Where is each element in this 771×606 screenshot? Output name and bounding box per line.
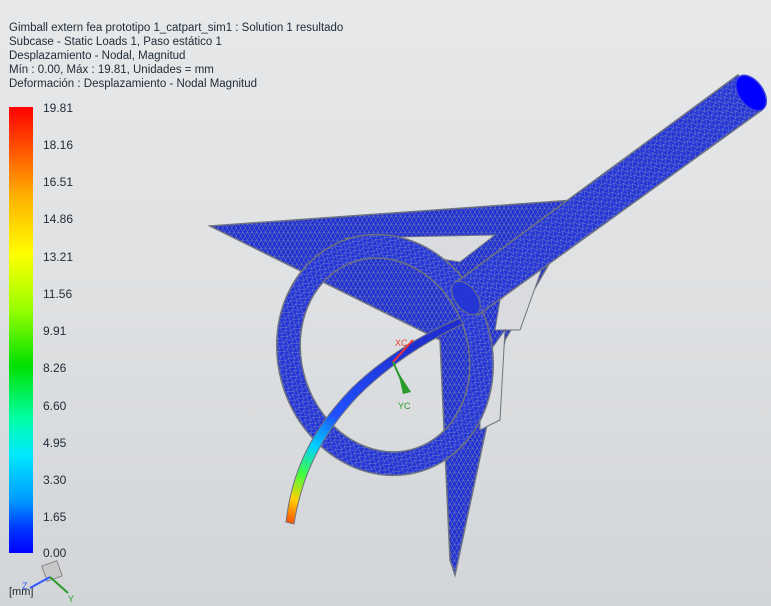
triad-y-label: Y xyxy=(68,594,74,604)
deformation-label: Deformación : Desplazamiento - Nodal Mag… xyxy=(9,78,258,90)
csys-xc-label: XC xyxy=(395,338,408,348)
view-triad[interactable]: Z Y xyxy=(20,555,80,605)
result-type-label: Desplazamiento - Nodal, Magnitud xyxy=(9,50,186,62)
result-header: Gimball extern fea prototipo 1_catpart_s… xyxy=(9,21,343,91)
legend-tick-label: 19.81 xyxy=(43,101,74,115)
triad-cube-icon xyxy=(41,560,63,582)
result-title: Gimball extern fea prototipo 1_catpart_s… xyxy=(9,22,344,34)
subcase-label: Subcase - Static Loads 1, Paso estático … xyxy=(9,36,222,48)
gimbal-ring xyxy=(275,233,495,477)
min-max-label: Mín : 0.00, Máx : 19.81, Unidades = mm xyxy=(9,64,214,76)
legend-tick-label: 14.86 xyxy=(43,212,74,226)
triad-z-axis xyxy=(29,576,51,589)
units-label: [mm] xyxy=(9,586,34,598)
csys-yc-label: YC xyxy=(398,401,411,411)
legend-tick-label: 3.30 xyxy=(43,473,67,487)
legend-tick-label: 8.26 xyxy=(43,361,67,375)
legend-tick-label: 16.51 xyxy=(43,175,74,189)
legend-tick-label: 0.00 xyxy=(43,546,67,560)
legend-tick-label: 11.56 xyxy=(43,287,73,301)
color-legend-bar xyxy=(9,107,33,553)
triad-y-axis xyxy=(49,576,69,594)
legend-tick-label: 13.21 xyxy=(43,250,74,264)
deformed-blade xyxy=(285,317,464,525)
legend-tick-label: 6.60 xyxy=(43,399,67,413)
legend-tick-label: 9.91 xyxy=(43,324,67,338)
legend-tick-label: 18.16 xyxy=(43,138,74,152)
csys-indicator: XC YC xyxy=(392,338,414,411)
gimbal-shaft xyxy=(451,73,767,317)
legend-tick-label: 4.95 xyxy=(43,436,67,450)
triad-z-label: Z xyxy=(22,581,28,591)
legend-tick-label: 1.65 xyxy=(43,510,67,524)
